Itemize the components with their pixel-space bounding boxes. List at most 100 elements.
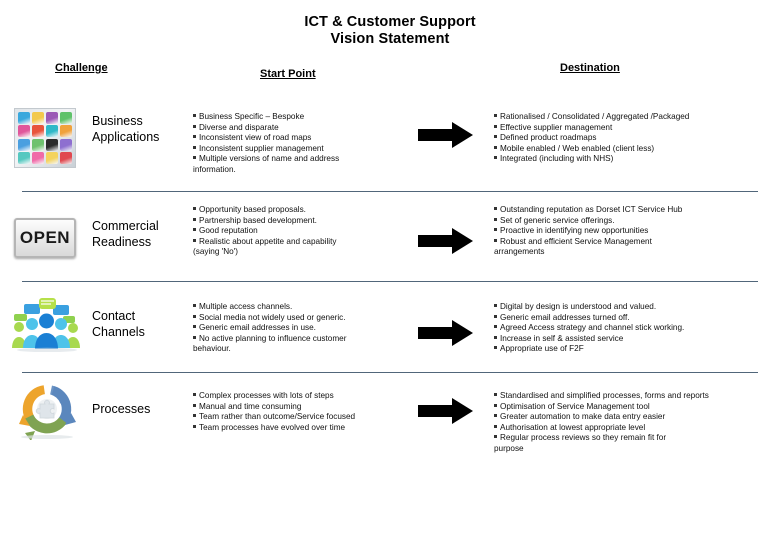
bullet-continuation-text: information. (193, 164, 236, 174)
square-bullet-icon (193, 156, 196, 160)
square-bullet-icon (193, 145, 196, 149)
square-bullet-icon (494, 325, 497, 329)
bullet-text: Agreed Access strategy and channel stick… (500, 323, 685, 333)
row-label-line-1: Contact (92, 309, 136, 323)
bullet-item: Appropriate use of F2F (494, 344, 756, 355)
square-bullet-icon (193, 124, 196, 128)
row-label: Processes (92, 402, 187, 418)
square-bullet-icon (494, 124, 497, 128)
slide-title: ICT & Customer Support Vision Statement (0, 14, 780, 48)
bullet-item: Agreed Access strategy and channel stick… (494, 323, 756, 334)
bullet-item: Multiple versions of name and address (193, 154, 398, 165)
bullet-text: Regular process reviews so they remain f… (500, 433, 667, 443)
square-bullet-icon (494, 217, 497, 221)
square-bullet-icon (494, 114, 497, 117)
row-label-line-2: Readiness (92, 234, 152, 249)
row-icon-cell (14, 382, 80, 441)
square-bullet-icon (494, 135, 497, 139)
bullet-item: Complex processes with lots of steps (193, 391, 398, 402)
column-header-destination: Destination (560, 62, 620, 74)
square-bullet-icon (193, 304, 196, 307)
transition-arrow-icon (418, 320, 476, 346)
column-header-challenge: Challenge (55, 62, 108, 74)
bullet-text: Partnership based development. (199, 215, 317, 225)
bullet-item: Greater automation to make data entry ea… (494, 412, 756, 423)
bullet-item: Realistic about appetite and capability (193, 237, 398, 248)
square-bullet-icon (494, 238, 497, 242)
bullet-text: Integrated (including with NHS) (500, 154, 614, 164)
bullet-item: Manual and time consuming (193, 402, 398, 413)
square-bullet-icon (193, 424, 196, 428)
bullet-text: Mobile enabled / Web enabled (client les… (500, 143, 655, 153)
square-bullet-icon (193, 207, 196, 210)
bullet-text: Generic email addresses turned off. (500, 312, 630, 322)
bullet-item: Generic email addresses turned off. (494, 313, 756, 324)
contact-channels-people-icon (10, 296, 84, 353)
bullet-text: Appropriate use of F2F (500, 344, 584, 354)
bullet-text: Generic email addresses in use. (199, 323, 316, 333)
bullet-item: No active planning to influence customer (193, 334, 398, 345)
bullet-item: Inconsistent view of road maps (193, 133, 398, 144)
start-point-list: Multiple access channels.Social media no… (193, 302, 398, 355)
square-bullet-icon (193, 335, 196, 339)
bullet-text: Proactive in identifying new opportuniti… (500, 226, 649, 236)
bullet-text: Increase in self & assisted service (500, 333, 624, 343)
bullet-text: Outstanding reputation as Dorset ICT Ser… (500, 205, 683, 214)
bullet-continuation-text: purpose (494, 443, 524, 453)
row-separator (22, 191, 758, 192)
bullet-text: Opportunity based proposals. (199, 205, 306, 214)
bullet-text: Social media not widely used or generic. (199, 312, 346, 322)
bullet-item: Proactive in identifying new opportuniti… (494, 226, 756, 237)
destination-list: Digital by design is understood and valu… (494, 302, 756, 355)
bullet-item: Social media not widely used or generic. (193, 313, 398, 324)
start-point-list: Opportunity based proposals.Partnership … (193, 205, 398, 258)
title-line-1: ICT & Customer Support (304, 14, 476, 30)
bullet-item: Partnership based development. (193, 216, 398, 227)
bullet-text: Defined product roadmaps (500, 133, 597, 143)
square-bullet-icon (494, 145, 497, 149)
row-label-line-2: Channels (92, 324, 145, 339)
bullet-item: Rationalised / Consolidated / Aggregated… (494, 112, 756, 123)
row-separator (22, 281, 758, 282)
square-bullet-icon (494, 304, 497, 307)
row-icon-cell (10, 296, 84, 353)
bullet-continuation-text: arrangements (494, 247, 545, 257)
bullet-continuation-text: (saying 'No') (193, 247, 238, 257)
bullet-text: Realistic about appetite and capability (199, 236, 337, 246)
bullet-item: Inconsistent supplier management (193, 144, 398, 155)
destination-list: Outstanding reputation as Dorset ICT Ser… (494, 205, 756, 258)
square-bullet-icon (494, 314, 497, 318)
bullet-item: Mobile enabled / Web enabled (client les… (494, 144, 756, 155)
column-header-start-point: Start Point (260, 68, 316, 80)
bullet-text: Inconsistent supplier management (199, 143, 324, 153)
bullet-item: Regular process reviews so they remain f… (494, 433, 756, 444)
square-bullet-icon (494, 228, 497, 232)
bullet-item: Good reputation (193, 226, 398, 237)
row-label-line-2: Applications (92, 129, 160, 144)
square-bullet-icon (193, 217, 196, 221)
square-bullet-icon (193, 135, 196, 139)
bullet-item: Digital by design is understood and valu… (494, 302, 756, 313)
bullet-item: Generic email addresses in use. (193, 323, 398, 334)
square-bullet-icon (193, 403, 196, 407)
bullet-item: Effective supplier management (494, 123, 756, 134)
square-bullet-icon (494, 435, 497, 439)
bullet-text: Business Specific – Bespoke (199, 112, 305, 121)
square-bullet-icon (494, 335, 497, 339)
bullet-text: Multiple versions of name and address (199, 154, 340, 164)
row-icon-cell (14, 108, 76, 168)
bullet-item: Team rather than outcome/Service focused (193, 412, 398, 423)
square-bullet-icon (193, 228, 196, 232)
square-bullet-icon (193, 414, 196, 418)
bullet-text: Standardised and simplified processes, f… (500, 391, 709, 400)
row-label-line-1: Business (92, 114, 143, 128)
bullet-text: Greater automation to make data entry ea… (500, 412, 666, 422)
bullet-item: Team processes have evolved over time (193, 423, 398, 434)
square-bullet-icon (193, 114, 196, 117)
bullet-item: Optimisation of Service Management tool (494, 402, 756, 413)
bullet-item: Robust and efficient Service Management (494, 237, 756, 248)
